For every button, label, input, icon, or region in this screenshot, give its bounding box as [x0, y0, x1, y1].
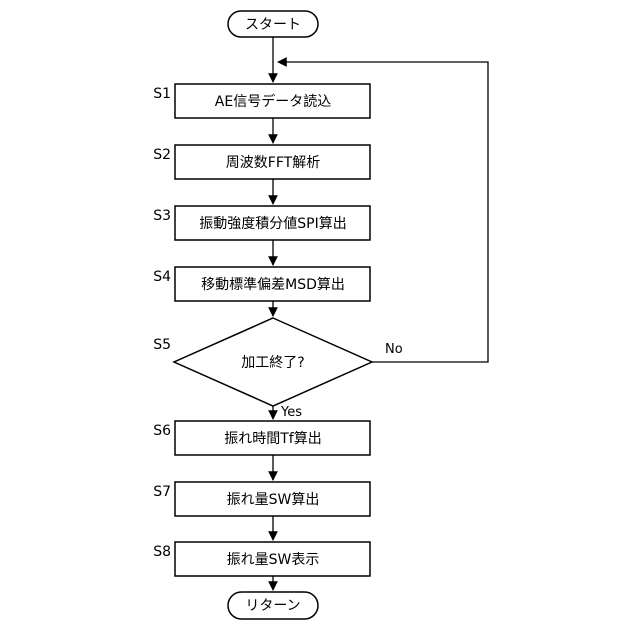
step-id-s2: S2: [153, 147, 171, 163]
step-id-s7: S7: [153, 484, 171, 500]
decision-diamond-s5: [172, 317, 374, 407]
process-label-s1: AE信号データ読込: [215, 93, 331, 110]
start-terminal: [227, 10, 319, 38]
end-terminal-label: リターン: [245, 598, 300, 614]
step-id-s4: S4: [153, 269, 171, 285]
process-box-s4: [174, 266, 371, 302]
process-label-s2: 周波数FFT解析: [226, 155, 320, 171]
process-label-s6: 振れ時間Tf算出: [224, 431, 321, 447]
start-terminal-label: スタート: [245, 17, 301, 33]
step-id-s6: S6: [153, 423, 171, 439]
connector-s5-loopback-no: [277, 57, 489, 363]
process-label-s4: 移動標準偏差MSD算出: [201, 277, 345, 293]
process-box-s1: [174, 83, 371, 119]
end-terminal: [227, 591, 319, 620]
branch-label-no: No: [385, 342, 403, 357]
step-id-s8: S8: [153, 544, 171, 560]
process-label-s7: 振れ量SW算出: [227, 492, 320, 508]
process-label-s3: 振動強度積分値SPI算出: [199, 216, 346, 232]
process-box-s7: [174, 481, 371, 517]
decision-label-s5: 加工終了?: [241, 355, 304, 371]
process-label-s8: 振れ量SW表示: [227, 552, 320, 568]
step-id-s5: S5: [153, 337, 171, 353]
branch-label-yes: Yes: [280, 405, 302, 420]
process-box-s6: [174, 420, 371, 456]
process-box-s8: [174, 541, 371, 577]
process-box-s3: [174, 205, 371, 241]
step-id-s1: S1: [153, 86, 171, 102]
step-id-s3: S3: [153, 208, 171, 224]
process-box-s2: [174, 144, 371, 180]
